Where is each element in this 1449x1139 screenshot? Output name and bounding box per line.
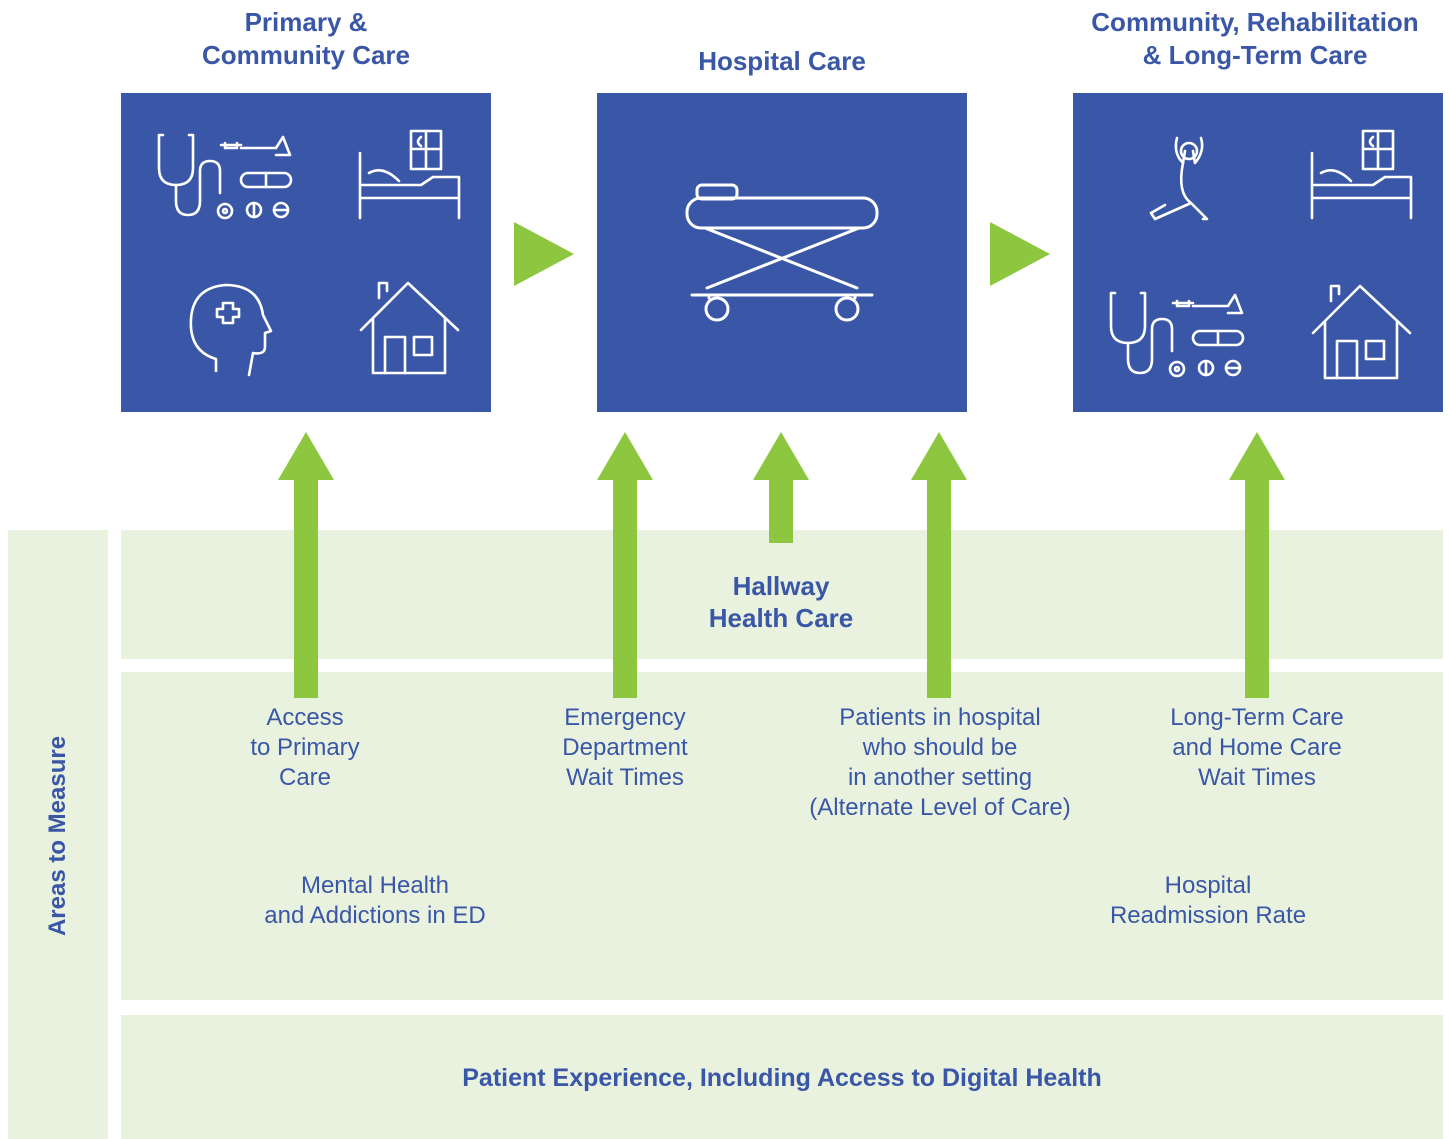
community-rehab-title-line2: & Long-Term Care	[1142, 40, 1368, 70]
measure-ltc-home-care-wait-times: Long-Term Care and Home Care Wait Times	[1127, 703, 1387, 793]
measure-ltc-line1: Long-Term Care	[1170, 704, 1344, 731]
primary-care-title-line2: Community Care	[201, 40, 411, 70]
hospital-care-box	[597, 93, 967, 412]
hospital-care-title-line1: Hospital Care	[698, 46, 866, 76]
measure-access-primary-care: Access to Primary Care	[185, 703, 425, 793]
measure-emergency-line3: Wait Times	[566, 764, 684, 791]
community-rehab-box	[1073, 93, 1443, 412]
measure-alc-line1: Patients in hospital	[839, 704, 1041, 731]
stretching-person-icon	[1149, 136, 1209, 221]
measure-alc-line4: (Alternate Level of Care)	[809, 794, 1071, 821]
measure-alc-line2: who should be	[862, 734, 1018, 761]
primary-care-title-line1: Primary &	[244, 7, 368, 37]
up-arrow-alc	[911, 432, 967, 698]
measure-access-line3: Care	[278, 764, 332, 791]
stretcher-icon	[685, 183, 879, 322]
measure-mental-line1: Mental Health	[300, 872, 450, 899]
flow-arrow-right-2	[990, 222, 1050, 286]
patient-experience-label: Patient Experience, Including Access to …	[462, 1064, 1102, 1092]
up-arrow-access	[278, 432, 334, 698]
hallway-band	[121, 530, 1443, 659]
measure-alternate-level-of-care: Patients in hospital who should be in an…	[780, 703, 1100, 823]
measure-ltc-line3: Wait Times	[1198, 764, 1316, 791]
flow-arrow-right-1	[514, 222, 574, 286]
measure-alc-line3: in another setting	[847, 764, 1033, 791]
measure-mental-health-addictions: Mental Health and Addictions in ED	[225, 871, 525, 931]
hospital-bed-icon	[1310, 129, 1413, 220]
measure-emergency-line1: Emergency	[564, 704, 686, 731]
stethoscope-icon	[1109, 291, 1186, 378]
areas-to-measure-label: Areas to Measure	[44, 735, 71, 937]
measures-band	[121, 672, 1443, 1000]
up-arrow-ltc	[1229, 432, 1285, 698]
areas-to-measure-sidebar	[8, 530, 108, 1139]
patient-experience-band	[121, 1015, 1443, 1139]
house-icon	[359, 281, 460, 375]
mental-health-icon	[189, 283, 273, 377]
up-arrow-hallway	[753, 432, 809, 543]
measure-access-line1: Access	[266, 704, 344, 731]
community-rehab-title-line1: Community, Rehabilitation	[1091, 7, 1419, 37]
stethoscope-icon	[157, 133, 234, 220]
primary-care-box	[121, 93, 491, 412]
pills-icon	[1171, 293, 1245, 377]
hospital-bed-icon	[358, 129, 461, 220]
hallway-line2: Health Care	[708, 603, 854, 633]
hospital-care-title: Hospital Care	[597, 45, 967, 78]
pills-icon	[219, 135, 293, 219]
measure-mental-line2: and Addictions in ED	[264, 902, 486, 929]
house-icon	[1311, 284, 1412, 380]
measure-emergency-line2: Department	[562, 734, 688, 761]
up-arrow-emergency	[597, 432, 653, 698]
measure-readmission-line2: Readmission Rate	[1109, 902, 1307, 929]
measure-ltc-line2: and Home Care	[1172, 734, 1342, 761]
hallway-health-care-label: Hallway Health Care	[631, 570, 931, 634]
measure-emergency-wait-times: Emergency Department Wait Times	[505, 703, 745, 793]
hallway-line1: Hallway	[732, 571, 830, 601]
primary-care-title: Primary & Community Care	[121, 6, 491, 72]
measure-readmission-line1: Hospital	[1164, 872, 1252, 899]
measure-access-line2: to Primary	[250, 734, 360, 761]
measure-hospital-readmission: Hospital Readmission Rate	[1078, 871, 1338, 931]
community-rehab-title: Community, Rehabilitation & Long-Term Ca…	[1073, 6, 1437, 72]
